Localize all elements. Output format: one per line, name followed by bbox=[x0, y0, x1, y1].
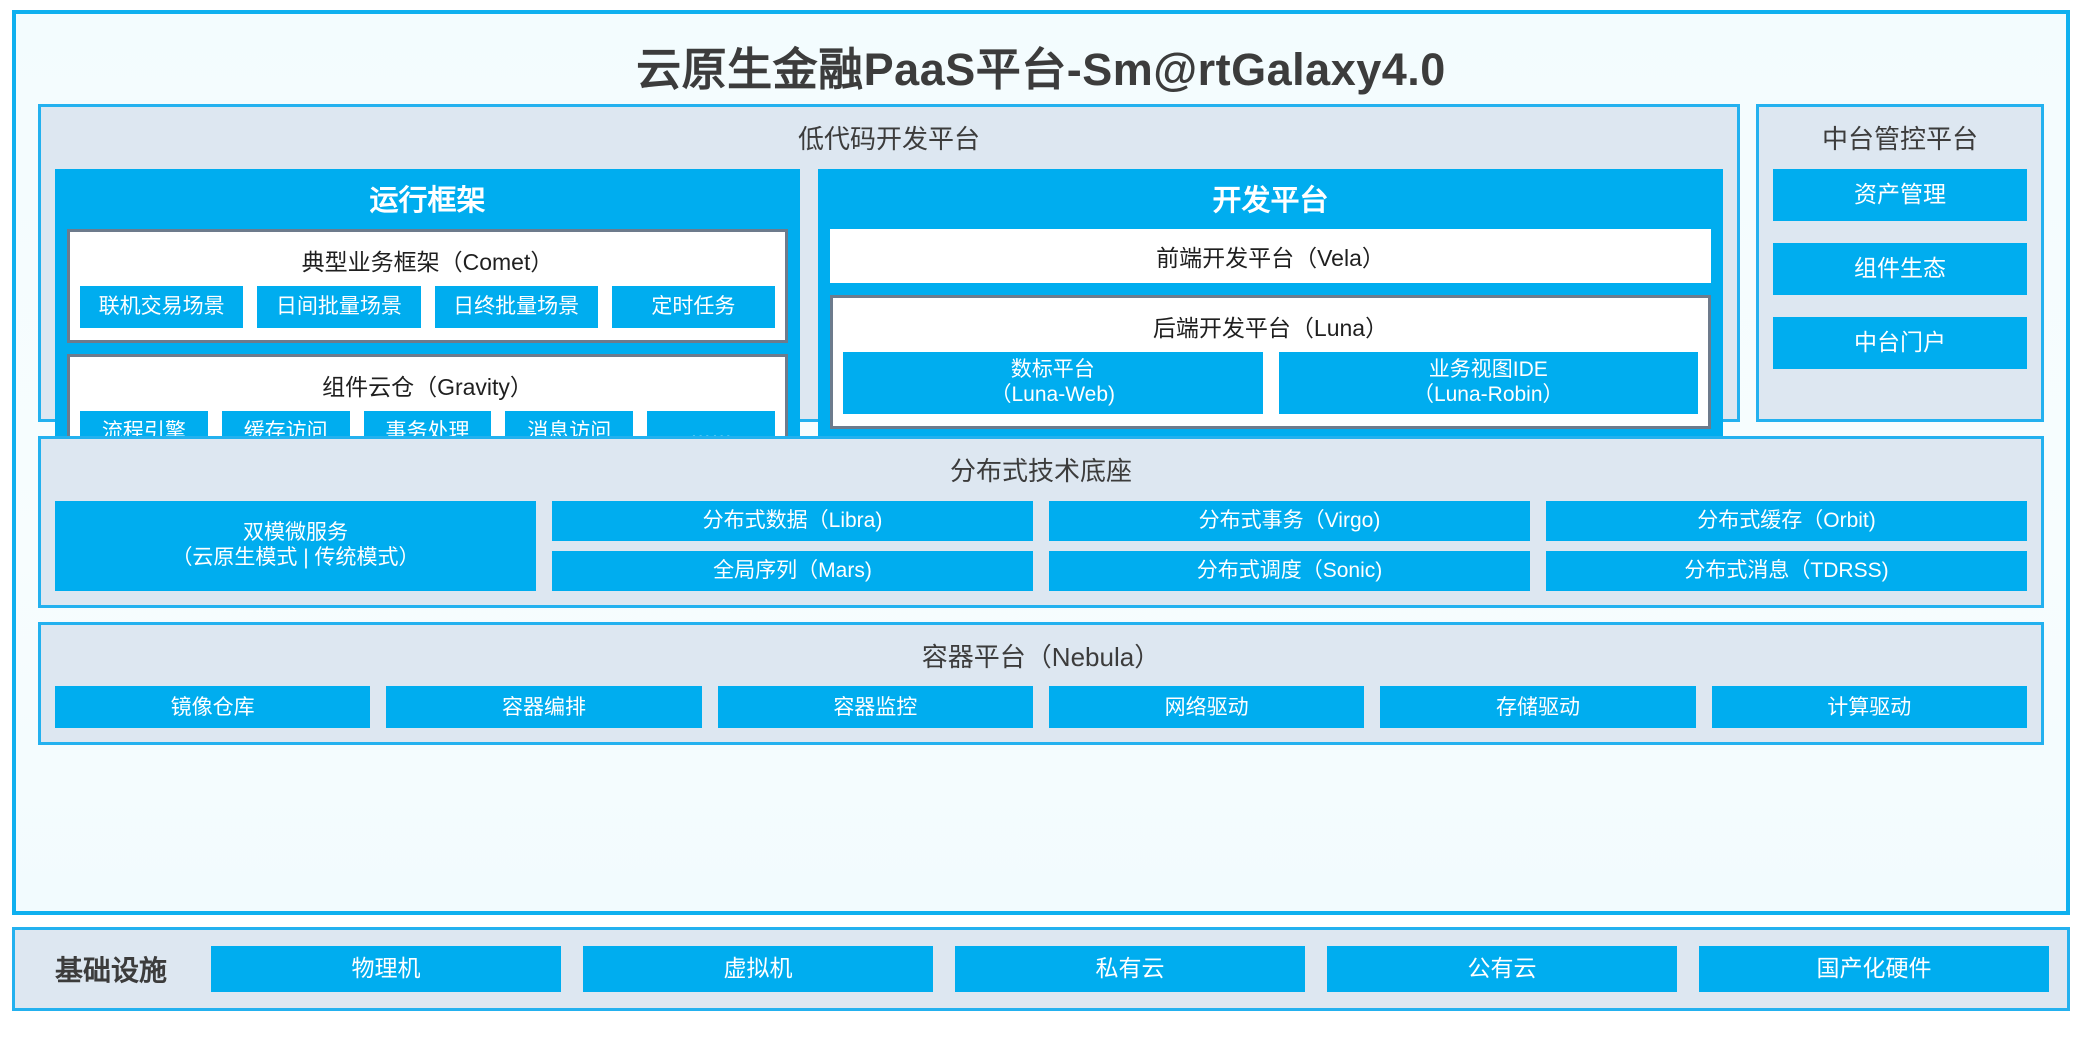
spacer-2 bbox=[38, 608, 2044, 622]
comet-chip-row: 联机交易场景 日间批量场景 日终批量场景 定时任务 bbox=[80, 285, 775, 328]
comet-box: 典型业务框架（Comet） 联机交易场景 日间批量场景 日终批量场景 定时任务 bbox=[67, 228, 788, 343]
dual-mode-line2: （云原生模式 | 传统模式） bbox=[171, 545, 420, 569]
infra-item-domestic-hardware[interactable]: 国产化硬件 bbox=[1699, 946, 2050, 992]
development-platform-title: 开发平台 bbox=[1212, 184, 1329, 217]
dist-item-libra[interactable]: 分布式数据（Libra) bbox=[552, 500, 1033, 541]
container-item-monitoring[interactable]: 容器监控 bbox=[717, 686, 1033, 729]
luna-title: 后端开发平台（Luna） bbox=[1152, 314, 1389, 341]
runtime-framework-title: 运行框架 bbox=[369, 184, 486, 217]
luna-web-line2: （Luna-Web) bbox=[990, 382, 1115, 406]
distributed-col-cache: 分布式缓存（Orbit) 分布式消息（TDRSS) bbox=[1546, 500, 2027, 591]
dist-item-dual-mode-microservice[interactable]: 双模微服务 （云原生模式 | 传统模式） bbox=[55, 500, 536, 591]
container-item-image-repository[interactable]: 镜像仓库 bbox=[55, 686, 371, 729]
distributed-base-panel: 分布式技术底座 双模微服务 （云原生模式 | 传统模式） 分布式数据（Libra… bbox=[38, 436, 2044, 608]
dual-mode-line1: 双模微服务 bbox=[243, 520, 348, 544]
container-platform-panel: 容器平台（Nebula） 镜像仓库 容器编排 容器监控 网络驱动 存储驱动 计算… bbox=[38, 621, 2044, 746]
luna-item-luna-web[interactable]: 数标平台 （Luna-Web) bbox=[843, 351, 1263, 414]
distributed-col-transaction: 分布式事务（Virgo) 分布式调度（Sonic) bbox=[1049, 500, 1530, 591]
container-item-storage-driver[interactable]: 存储驱动 bbox=[1380, 686, 1696, 729]
infra-item-physical-machine[interactable]: 物理机 bbox=[211, 946, 562, 992]
distributed-base-body: 双模微服务 （云原生模式 | 传统模式） 分布式数据（Libra) 全局序列（M… bbox=[55, 500, 2027, 591]
page-title: 云原生金融PaaS平台-Sm@rtGalaxy4.0 bbox=[636, 43, 1446, 95]
midplatform-title: 中台管控平台 bbox=[1821, 124, 1978, 154]
comet-item-intraday-batch[interactable]: 日间批量场景 bbox=[257, 285, 421, 328]
luna-robin-line1: 业务视图IDE bbox=[1428, 357, 1548, 381]
container-item-compute-driver[interactable]: 计算驱动 bbox=[1711, 686, 2027, 729]
lowcode-platform-panel: 低代码开发平台 运行框架 典型业务框架（Comet） 联机交易场景 日间批量场景… bbox=[38, 104, 1740, 480]
lowcode-platform-title: 低代码开发平台 bbox=[797, 124, 980, 154]
distributed-base-title: 分布式技术底座 bbox=[949, 456, 1132, 486]
dist-item-mars[interactable]: 全局序列（Mars) bbox=[552, 550, 1033, 591]
distributed-col-microservice: 双模微服务 （云原生模式 | 传统模式） bbox=[55, 500, 536, 591]
infra-item-private-cloud[interactable]: 私有云 bbox=[955, 946, 1306, 992]
frontend-platform-vela[interactable]: 前端开发平台（Vela） bbox=[830, 228, 1711, 283]
gravity-title: 组件云仓（Gravity） bbox=[322, 373, 533, 400]
midplatform-panel: 中台管控平台 资产管理 组件生态 中台门户 bbox=[1756, 104, 2044, 422]
container-platform-title: 容器平台（Nebula） bbox=[921, 641, 1161, 672]
dist-item-virgo[interactable]: 分布式事务（Virgo) bbox=[1049, 500, 1530, 541]
luna-web-line1: 数标平台 bbox=[1010, 357, 1095, 381]
midplatform-item-portal[interactable]: 中台门户 bbox=[1773, 316, 2027, 369]
infra-item-public-cloud[interactable]: 公有云 bbox=[1327, 946, 1678, 992]
container-item-orchestration[interactable]: 容器编排 bbox=[386, 686, 702, 729]
luna-robin-line2: （Luna-Robin） bbox=[1412, 382, 1564, 406]
top-row: 低代码开发平台 运行框架 典型业务框架（Comet） 联机交易场景 日间批量场景… bbox=[38, 104, 2044, 480]
midplatform-item-component-ecosystem[interactable]: 组件生态 bbox=[1773, 242, 2027, 295]
midplatform-item-asset-management[interactable]: 资产管理 bbox=[1773, 168, 2027, 221]
container-item-network-driver[interactable]: 网络驱动 bbox=[1048, 686, 1365, 729]
comet-item-online-transaction[interactable]: 联机交易场景 bbox=[80, 285, 244, 328]
development-platform-box: 开发平台 前端开发平台（Vela） 后端开发平台（Luna） 数标平台 （Lun… bbox=[818, 168, 1723, 480]
platform-frame: 云原生金融PaaS平台-Sm@rtGalaxy4.0 低代码开发平台 运行框架 … bbox=[12, 10, 2070, 915]
dist-item-sonic[interactable]: 分布式调度（Sonic) bbox=[1049, 550, 1530, 591]
container-platform-body: 镜像仓库 容器编排 容器监控 网络驱动 存储驱动 计算驱动 bbox=[55, 686, 2027, 729]
dist-item-orbit[interactable]: 分布式缓存（Orbit) bbox=[1546, 500, 2027, 541]
title-bar: 云原生金融PaaS平台-Sm@rtGalaxy4.0 bbox=[38, 26, 2044, 104]
dist-item-tdrss[interactable]: 分布式消息（TDRSS) bbox=[1546, 550, 2027, 591]
luna-item-luna-robin[interactable]: 业务视图IDE （Luna-Robin） bbox=[1278, 351, 1698, 414]
spacer-1 bbox=[38, 422, 2044, 436]
infra-item-virtual-machine[interactable]: 虚拟机 bbox=[583, 946, 934, 992]
infrastructure-label: 基础设施 bbox=[55, 955, 168, 986]
runtime-framework-box: 运行框架 典型业务框架（Comet） 联机交易场景 日间批量场景 日终批量场景 … bbox=[55, 168, 800, 480]
comet-item-scheduled-task[interactable]: 定时任务 bbox=[611, 285, 775, 328]
distributed-col-data: 分布式数据（Libra) 全局序列（Mars) bbox=[552, 500, 1033, 591]
infrastructure-bar: 基础设施 物理机 虚拟机 私有云 公有云 国产化硬件 bbox=[12, 927, 2070, 1011]
luna-box: 后端开发平台（Luna） 数标平台 （Luna-Web) 业务视图IDE （Lu… bbox=[830, 294, 1711, 429]
comet-title: 典型业务框架（Comet） bbox=[301, 248, 554, 275]
comet-item-eod-batch[interactable]: 日终批量场景 bbox=[434, 285, 598, 328]
luna-chip-row: 数标平台 （Luna-Web) 业务视图IDE （Luna-Robin） bbox=[843, 351, 1698, 414]
lowcode-platform-body: 运行框架 典型业务框架（Comet） 联机交易场景 日间批量场景 日终批量场景 … bbox=[55, 168, 1723, 480]
